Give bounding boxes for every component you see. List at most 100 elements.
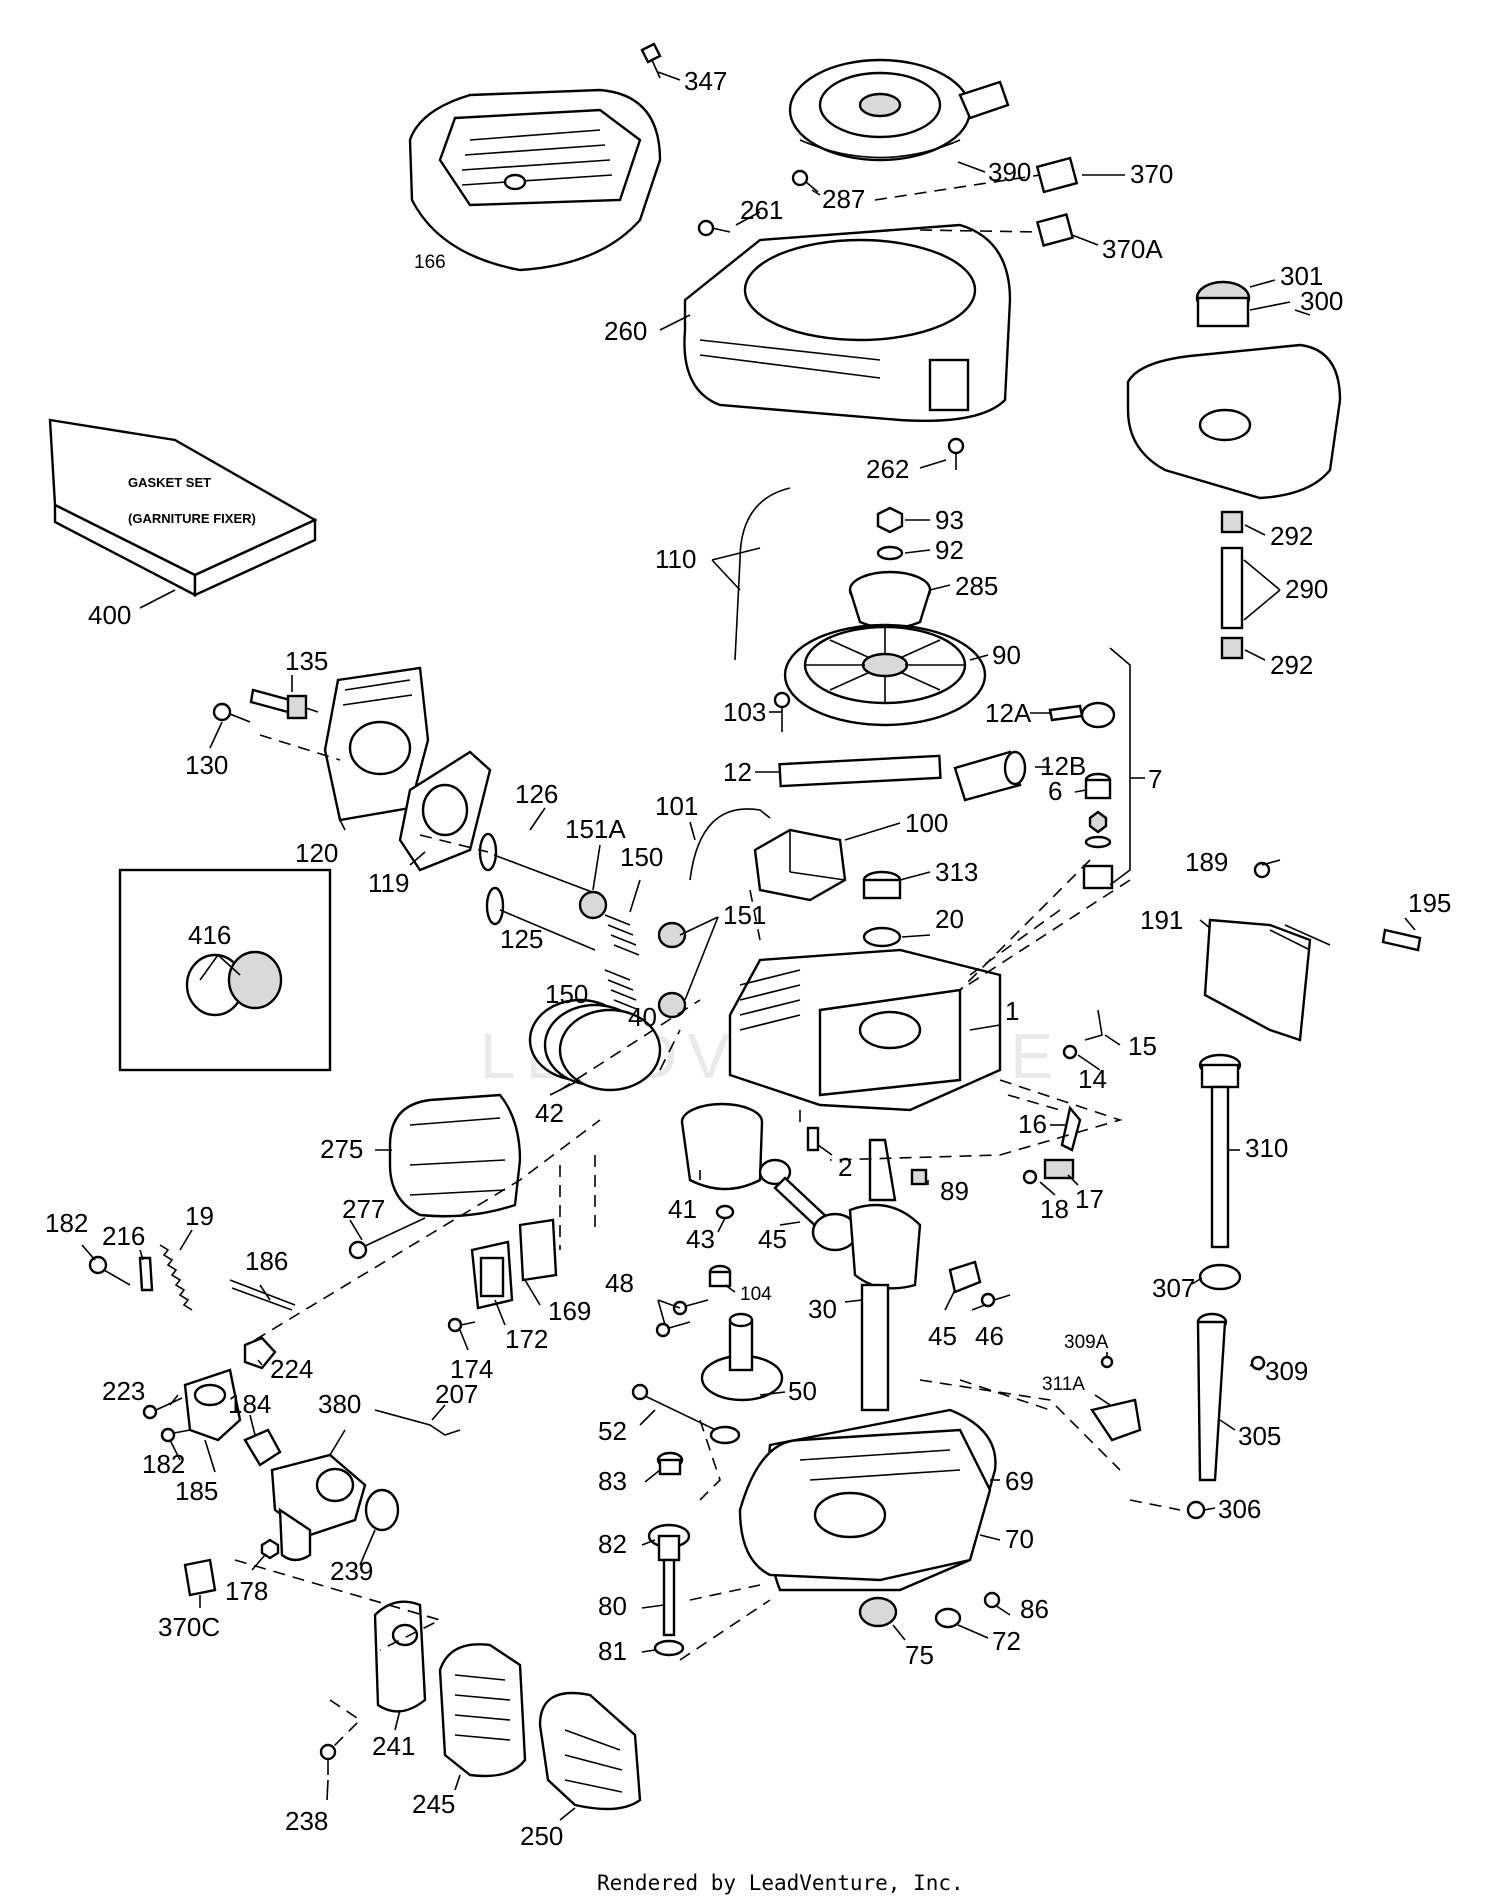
part-label: 20 xyxy=(935,904,964,934)
part-label: 151A xyxy=(565,814,626,844)
part-label: 290 xyxy=(1285,574,1328,604)
screw-287 xyxy=(791,169,819,193)
part-label: 52 xyxy=(598,1416,627,1446)
part-label: 130 xyxy=(185,750,228,780)
valve-spring-lower xyxy=(604,969,640,1011)
part-label: 16 xyxy=(1018,1109,1047,1139)
decal-370a xyxy=(1035,213,1075,247)
dipstick-tube xyxy=(1196,1312,1228,1482)
decal-370c xyxy=(183,1558,217,1597)
part-label: 182 xyxy=(142,1449,185,1479)
part-label: 178 xyxy=(225,1576,268,1606)
seal-306 xyxy=(1186,1500,1206,1520)
part-label: 261 xyxy=(740,195,783,225)
nut-178 xyxy=(260,1538,280,1560)
part-label: 151 xyxy=(723,900,766,930)
part-label: 416 xyxy=(188,920,231,950)
gasket-set-line1: GASKET SET xyxy=(128,475,211,490)
part-label: 184 xyxy=(228,1389,271,1419)
part-label: 301 xyxy=(1280,261,1323,291)
part-label: 166 xyxy=(414,252,446,273)
part-label: 307 xyxy=(1152,1273,1195,1303)
intake-elbow xyxy=(183,1368,242,1442)
part-label: 310 xyxy=(1245,1133,1288,1163)
part-label: 305 xyxy=(1238,1421,1281,1451)
part-label: 172 xyxy=(505,1324,548,1354)
part-83 xyxy=(656,1451,684,1476)
part-label: 216 xyxy=(102,1221,145,1251)
footer-credit: Rendered by LeadVenture, Inc. xyxy=(597,1871,964,1895)
part-label: 313 xyxy=(935,857,978,887)
fuel-filter xyxy=(953,750,1027,802)
part-label: 207 xyxy=(435,1379,478,1409)
part-label: 19 xyxy=(185,1201,214,1231)
part-label: 15 xyxy=(1128,1031,1157,1061)
part-label: 1 xyxy=(1005,996,1019,1026)
flywheel xyxy=(783,623,987,727)
part-label: 30 xyxy=(808,1294,837,1324)
part-label: 292 xyxy=(1270,650,1313,680)
part-label: 309 xyxy=(1265,1356,1308,1386)
dowel-pin-2 xyxy=(806,1126,820,1152)
head-gasket xyxy=(398,750,492,872)
part-label: 150 xyxy=(620,842,663,872)
cam-gear xyxy=(700,1312,784,1402)
oil-seal-75 xyxy=(858,1596,898,1628)
crankcase xyxy=(728,948,1002,1112)
piston-rings xyxy=(528,998,662,1092)
part-label: 135 xyxy=(285,646,328,676)
part-label: 45 xyxy=(758,1224,787,1254)
part-label: 311A xyxy=(1042,1374,1085,1395)
part-label: 191 xyxy=(1140,905,1183,935)
part-label: 40 xyxy=(628,1002,657,1032)
oil-sump xyxy=(738,1408,997,1592)
part-label: 48 xyxy=(605,1268,634,1298)
governor-lever-parts xyxy=(1022,1105,1082,1185)
rewind-starter xyxy=(788,58,1010,162)
part-label: 285 xyxy=(955,571,998,601)
screw-261 xyxy=(697,219,731,237)
exhaust-gaskets xyxy=(470,1218,558,1310)
part-label: 195 xyxy=(1408,888,1451,918)
part-label: 174 xyxy=(450,1354,493,1384)
sleeve-parts xyxy=(1082,810,1114,890)
part-label: 45 xyxy=(928,1321,957,1351)
part-label: 6 xyxy=(1048,776,1062,806)
part-label: 347 xyxy=(684,66,727,96)
air-filter xyxy=(438,1643,527,1778)
part-label: 292 xyxy=(1270,521,1313,551)
part-label: 2 xyxy=(838,1152,852,1182)
part-label: 81 xyxy=(598,1636,627,1666)
part-label: 18 xyxy=(1040,1194,1069,1224)
part-label: 119 xyxy=(368,868,409,898)
flywheel-nut xyxy=(876,506,904,561)
screw-103 xyxy=(773,691,791,732)
part-label: 100 xyxy=(905,808,948,838)
part-label: 186 xyxy=(245,1246,288,1276)
part-label: 182 xyxy=(45,1208,88,1238)
part-label: 110 xyxy=(655,544,696,574)
part-number-labels: 347 166 390 287 370 261 370A 260 262 301… xyxy=(45,66,1451,1851)
screw-223 xyxy=(142,1397,183,1420)
part-label: 224 xyxy=(270,1354,313,1384)
ignition-coil xyxy=(753,828,847,902)
part-label: 46 xyxy=(975,1321,1004,1351)
part-label: 104 xyxy=(740,1284,772,1305)
assembly-dashed-lines xyxy=(234,174,1181,1751)
washer-20 xyxy=(862,926,902,948)
part-label: 241 xyxy=(372,1731,415,1761)
part-label: 69 xyxy=(1005,1466,1034,1496)
part-label: 370 xyxy=(1130,159,1173,189)
part-label: 12B xyxy=(1040,751,1086,781)
part-label: 262 xyxy=(866,454,909,484)
spark-plug xyxy=(249,688,319,720)
clip-43 xyxy=(715,1204,735,1220)
blower-housing xyxy=(683,223,1012,423)
screw-174 xyxy=(447,1317,476,1333)
part-label: 90 xyxy=(992,640,1021,670)
part-label: 50 xyxy=(788,1376,817,1406)
hose-12 xyxy=(778,754,942,788)
part-label: 125 xyxy=(500,924,543,954)
gasket-set-box: GASKET SET (GARNITURE FIXER) xyxy=(48,418,318,597)
part-label: 12A xyxy=(985,698,1032,728)
